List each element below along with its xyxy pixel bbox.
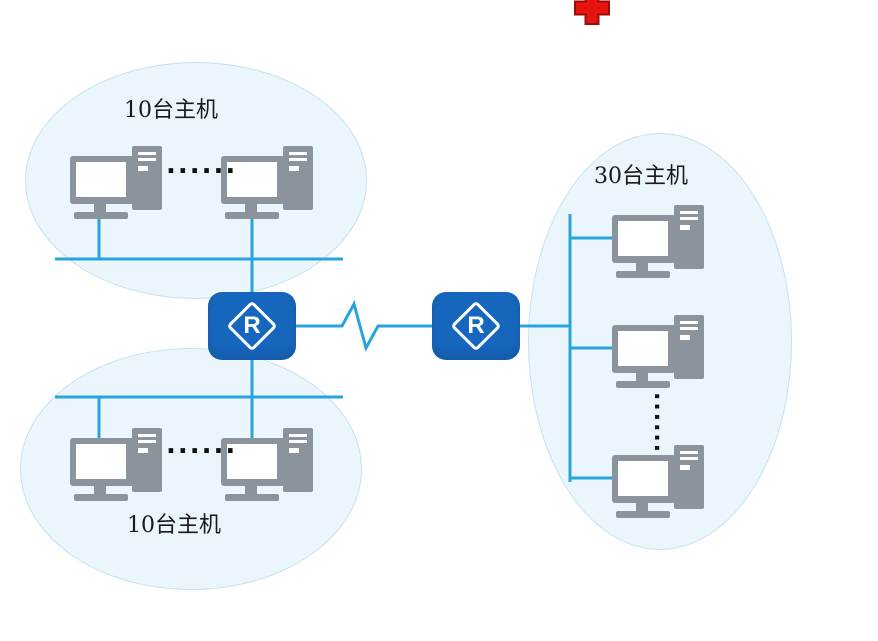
serial-link-zigzag [296,300,432,352]
desktop-computer-icon [70,146,174,224]
router-label: R [243,312,261,339]
router-icon: R [208,292,296,360]
vertical-ellipsis: ...... [649,392,674,455]
group-label-bottom: 10台主机 [127,513,221,538]
red-cross-marker [574,0,610,25]
router-label: R [467,312,485,339]
desktop-computer-icon [612,205,716,283]
desktop-computer-icon [70,428,174,506]
group-label-right: 30台主机 [594,164,688,189]
desktop-computer-icon [612,315,716,393]
desktop-computer-icon [612,445,716,523]
horizontal-ellipsis: ...... [166,150,238,180]
horizontal-ellipsis: ...... [166,430,238,460]
router-icon: R [432,292,520,360]
group-label-top: 10台主机 [124,98,218,123]
